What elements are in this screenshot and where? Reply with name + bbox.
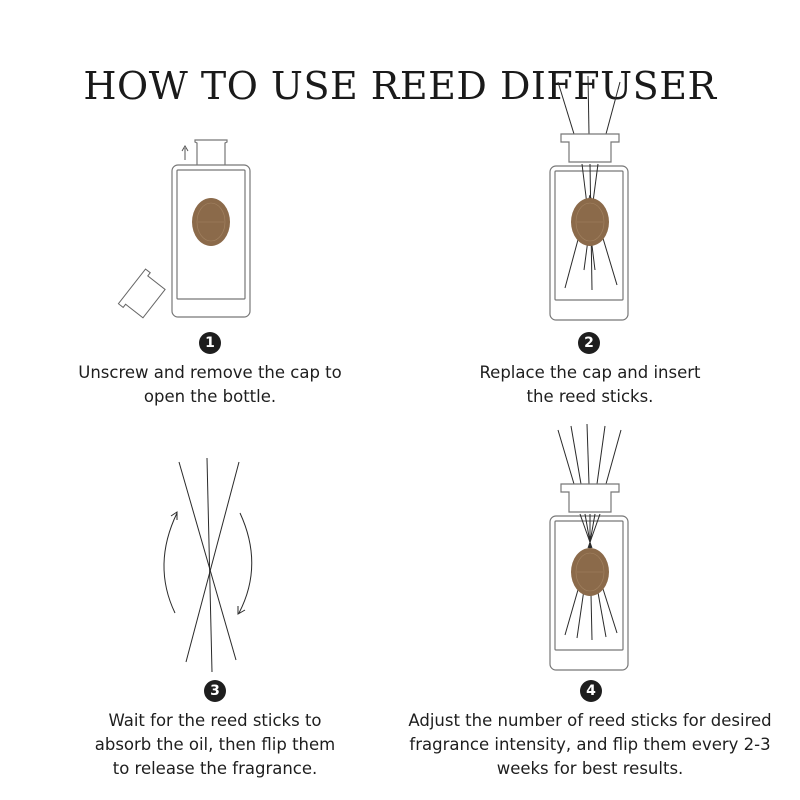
bottle-with-three-reeds-icon (549, 75, 629, 321)
step-number-badge: 4 (580, 680, 602, 702)
step-number-badge: 1 (199, 332, 221, 354)
step-caption: Unscrew and remove the cap to open the b… (78, 363, 342, 406)
step-caption: Wait for the reed sticks to absorb the o… (94, 711, 336, 778)
page-title: HOW TO USE REED DIFFUSER (83, 64, 717, 109)
step-caption: Adjust the number of reed sticks for des… (408, 711, 772, 778)
step-caption: Replace the cap and insert the reed stic… (479, 363, 701, 406)
bottle-with-five-reeds-icon (549, 423, 629, 671)
step-number-badge: 3 (204, 680, 226, 702)
step-number-badge: 2 (578, 332, 600, 354)
flip-reeds-icon (163, 457, 253, 673)
bottle-cap-removed-icon (117, 139, 251, 319)
